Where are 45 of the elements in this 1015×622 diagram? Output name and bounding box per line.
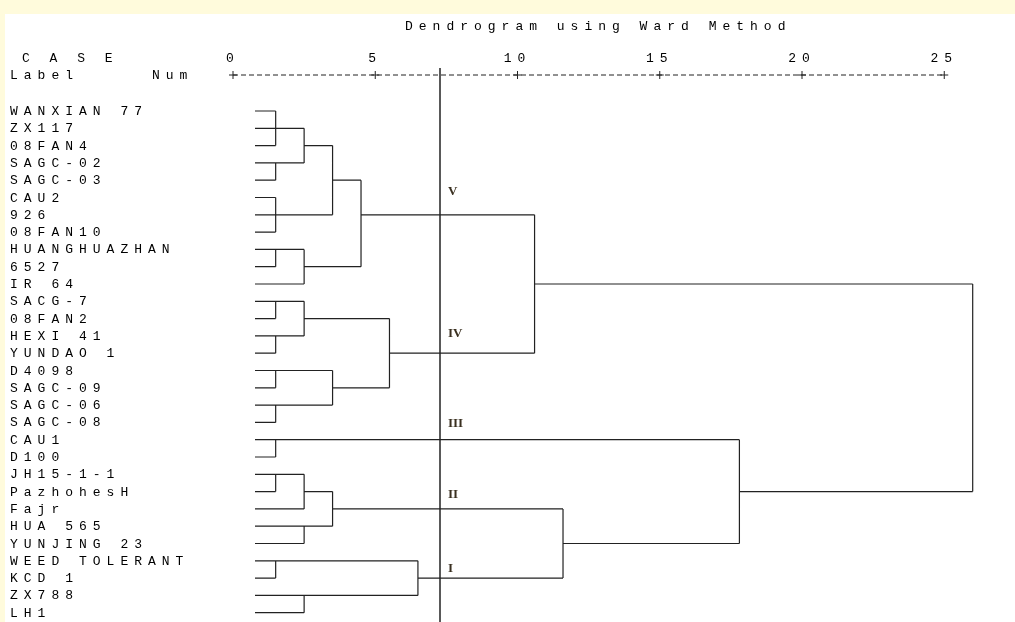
- case-label: IR 64: [10, 277, 79, 291]
- tick-label: 15: [645, 51, 674, 65]
- case-label: ZX788: [10, 588, 79, 602]
- tick-label: 25: [930, 51, 959, 65]
- case-label: 6527: [10, 260, 66, 274]
- column-header: Num: [152, 68, 194, 82]
- case-label: YUNDAO 1: [10, 346, 121, 360]
- case-label: SAGC-02: [10, 156, 107, 170]
- column-header: Label: [10, 68, 79, 82]
- case-label: 08FAN4: [10, 139, 93, 153]
- case-label: CAU1: [10, 433, 66, 447]
- case-label: 926: [10, 208, 52, 222]
- case-label: SAGC-08: [10, 415, 107, 429]
- case-label: 08FAN2: [10, 312, 93, 326]
- case-label: HEXI 41: [10, 329, 107, 343]
- case-label: KCD 1: [10, 571, 79, 585]
- cluster-label: V: [448, 183, 458, 197]
- tick-label: 0: [226, 51, 240, 65]
- case-label: PazhohesH: [10, 485, 135, 499]
- case-label: WANXIAN 77: [10, 104, 148, 118]
- tick-label: 5: [368, 51, 383, 65]
- case-label: YUNJING 23: [10, 537, 148, 550]
- case-label: HUANGHUAZHAN: [10, 242, 176, 256]
- chart-title: Dendrogram using Ward Method: [405, 20, 792, 33]
- case-label: SAGC-06: [10, 398, 107, 412]
- case-label: D100: [10, 450, 66, 464]
- cluster-label: III: [448, 415, 464, 429]
- tick-label: 10: [503, 51, 532, 65]
- case-label: D4098: [10, 364, 79, 377]
- case-label: SAGC-09: [10, 381, 107, 395]
- cluster-label: IV: [448, 325, 463, 339]
- case-label: 08FAN10: [10, 225, 107, 239]
- case-label: LH1: [10, 606, 52, 620]
- case-label: Fajr: [10, 502, 66, 516]
- tick-label: 20: [788, 51, 816, 65]
- column-header: C A S E: [22, 51, 119, 65]
- cluster-label: I: [448, 560, 454, 574]
- case-label: CAU2: [10, 191, 66, 204]
- case-label: SACG-7: [10, 294, 93, 308]
- case-label: HUA 565: [10, 519, 107, 533]
- case-label: JH15-1-1: [10, 467, 121, 481]
- case-label: SAGC-03: [10, 173, 107, 187]
- case-label: WEED TOLERANT: [10, 554, 190, 568]
- cluster-label: II: [448, 486, 459, 500]
- case-label: ZX117: [10, 121, 79, 135]
